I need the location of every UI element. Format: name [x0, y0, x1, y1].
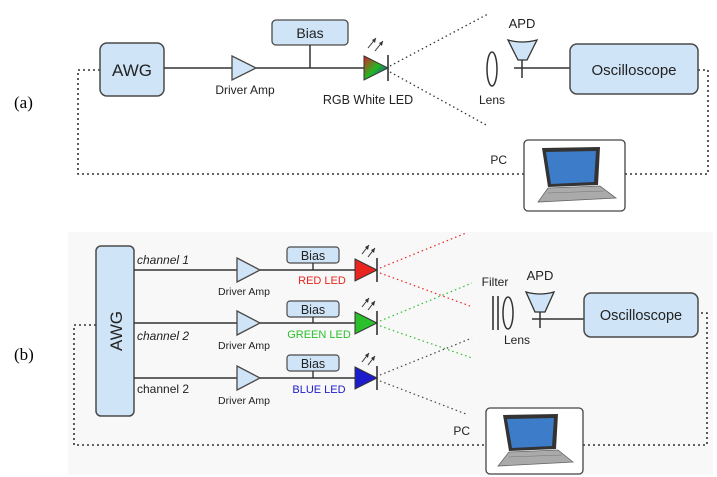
driver-amp-label: Driver Amp	[218, 286, 270, 298]
channel-label: channel 2	[137, 329, 189, 343]
green-led-diode	[354, 311, 379, 335]
laptop-icon	[537, 147, 618, 203]
channel-row-1: channel 1 Driver Amp Bias RED LED	[134, 232, 471, 307]
lens-icon	[486, 51, 498, 87]
arrow-head-icon	[372, 38, 376, 43]
apd-detector-icon	[524, 290, 556, 313]
awg-label: AWG	[112, 61, 152, 80]
laptop-icon	[497, 414, 575, 467]
green-led-label: GREEN LED	[287, 329, 351, 341]
driver-amp-triangle	[236, 364, 262, 392]
light-beam	[379, 337, 473, 376]
channel-row-3: channel 2 Driver Amp Bias BLUE LED	[134, 337, 473, 415]
apd-detector-icon	[506, 38, 539, 61]
apd-label: APD	[527, 268, 554, 283]
arrow-head-icon	[371, 248, 375, 253]
driver-amp-label: Driver Amp	[218, 340, 270, 352]
panel-b-label: (b)	[14, 345, 34, 364]
blue-led-label: BLUE LED	[292, 384, 345, 396]
light-beam	[389, 13, 489, 67]
panel-a-label: (a)	[14, 93, 33, 112]
arrow-head-icon	[379, 41, 383, 46]
awg-label-vertical: AWG	[107, 311, 126, 351]
rgb-led-label: RGB White LED	[323, 93, 413, 107]
panel-b: (b) AWG channel 1 Driver Amp Bias RED LE…	[14, 232, 713, 475]
driver-amp-triangle	[231, 54, 258, 82]
light-beam	[379, 325, 473, 359]
bias-label: Bias	[301, 249, 325, 263]
light-beam	[379, 282, 473, 322]
light-beam	[389, 71, 489, 127]
channel-row-2: channel 2 Driver Amp Bias GREEN LED	[134, 282, 473, 359]
bias-label: Bias	[296, 25, 323, 41]
light-beam	[379, 380, 467, 415]
driver-amp-label: Driver Amp	[218, 395, 270, 407]
panel-b-background	[68, 232, 713, 475]
red-led-diode	[354, 258, 379, 282]
rgb-led-diode	[363, 55, 390, 81]
oscilloscope-label: Oscilloscope	[600, 308, 682, 324]
awg-box	[99, 42, 165, 97]
awg-box-vertical	[95, 245, 135, 417]
driver-amp-triangle	[236, 256, 262, 284]
driver-amp-label: Driver Amp	[215, 83, 275, 97]
dotted-connection-awg-pc	[73, 324, 486, 446]
dotted-connection-pc-oscilloscope	[583, 312, 708, 446]
bias-label: Bias	[301, 357, 325, 371]
arrow-head-icon	[371, 356, 375, 361]
channel-label: channel 1	[137, 253, 189, 267]
arrow-head-icon	[365, 298, 369, 303]
light-beam	[379, 232, 467, 269]
driver-amp-triangle	[236, 309, 262, 337]
pc-label: PC	[490, 153, 507, 167]
channel-label: channel 2	[137, 382, 189, 396]
dotted-connection-awg-pc	[77, 69, 524, 175]
red-led-label: RED LED	[298, 275, 346, 287]
bias-label: Bias	[301, 303, 325, 317]
arrow-head-icon	[371, 301, 375, 306]
pc-label: PC	[453, 424, 470, 438]
oscilloscope-label: Oscilloscope	[591, 62, 676, 79]
oscilloscope-box	[569, 43, 699, 95]
panel-a: (a) AWG Driver Amp Bias RGB White LED Le…	[14, 13, 709, 212]
arrow-head-icon	[365, 353, 369, 358]
lens-icon	[502, 296, 514, 330]
apd-label: APD	[509, 16, 536, 31]
filter-label: Filter	[482, 275, 509, 289]
lens-label: Lens	[504, 333, 530, 347]
dotted-connection-pc-oscilloscope	[625, 69, 709, 175]
blue-led-diode	[354, 366, 379, 390]
oscilloscope-box	[583, 292, 699, 338]
arrow-head-icon	[365, 245, 369, 250]
lens-label: Lens	[479, 93, 505, 107]
